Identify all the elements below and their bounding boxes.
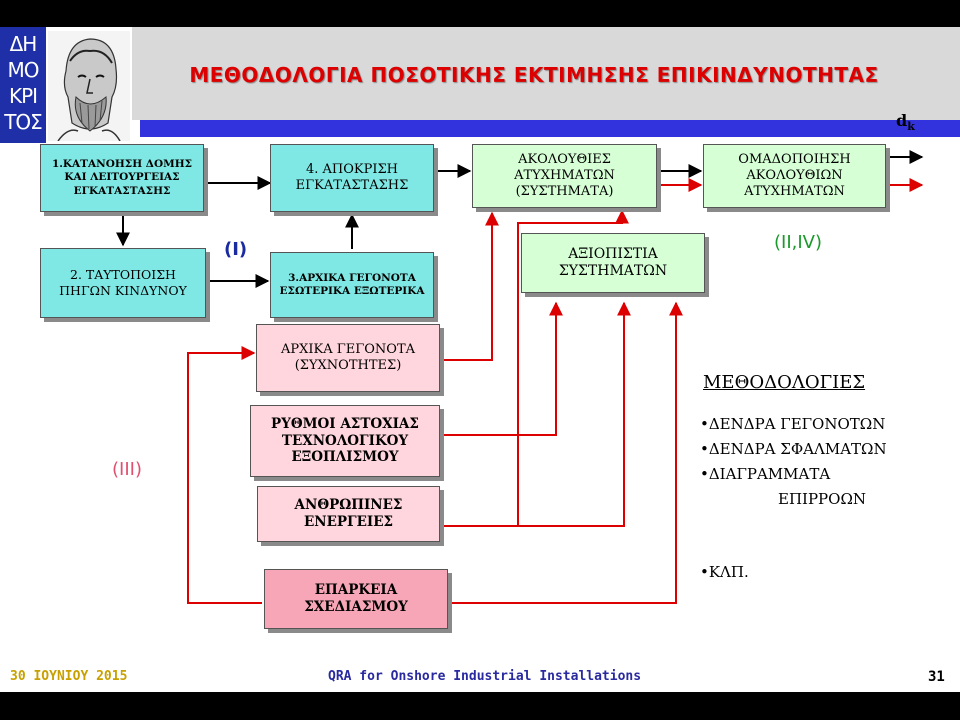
box-initiating-events-label: 3.ΑΡΧΙΚΑ ΓΕΓΟΝΟΤΑ ΕΣΩΤΕΡΙΚΑ ΕΞΩΤΕΡΙΚΑ — [279, 271, 425, 297]
arrow-human-to-seq — [517, 209, 629, 526]
methodologies-title: ΜΕΘΟΔΟΛΟΓΙΕΣ — [703, 372, 866, 393]
arrow-initial-to-seq — [440, 211, 499, 361]
box-human-actions: ΑΝΘΡΩΠΙΝΕΣ ΕΝΕΡΓΕΙΕΣ — [257, 486, 440, 542]
arrow-design-to-reliability — [448, 301, 683, 604]
label-phase-i: (Ι) — [224, 239, 248, 260]
methodology-item: •ΔΕΝΔΡΑ ΣΦΑΛΜΑΤΩΝ — [700, 440, 887, 458]
box-accident-sequences-label: ΑΚΟΛΟΥΘΙΕΣ ΑΤΥΧΗΜΑΤΩΝ (ΣΥΣΤΗΜΑΤΑ) — [514, 151, 615, 200]
box-system-reliability: ΑΞΙΟΠΙΣΤΙΑ ΣΥΣΤΗΜΑΤΩΝ — [521, 233, 705, 293]
box-accident-sequences: ΑΚΟΛΟΥΘΙΕΣ ΑΤΥΧΗΜΑΤΩΝ (ΣΥΣΤΗΜΑΤΑ) — [472, 144, 657, 208]
methodology-item: •ΚΛΠ. — [700, 563, 749, 581]
methodology-item: •ΔΙΑΓΡΑΜΜΑΤΑ — [700, 465, 831, 483]
box-initial-frequencies-label: ΑΡΧΙΚΑ ΓΕΓΟΝΟΤΑ (ΣΥΧΝΟΤΗΤΕΣ) — [280, 341, 416, 373]
box-system-reliability-label: ΑΞΙΟΠΙΣΤΙΑ ΣΥΣΤΗΜΑΤΩΝ — [558, 245, 668, 280]
label-phase-iii: (ΙΙΙ) — [112, 459, 142, 480]
footer-date: 30 ΙΟΥΝΙΟΥ 2015 — [10, 669, 128, 684]
box-sequence-grouping: ΟΜΑΔΟΠΟΙΗΣΗ ΑΚΟΛΟΥΘΙΩΝ ΑΤΥΧΗΜΑΤΩΝ — [703, 144, 886, 208]
box-plant-response: 4. ΑΠΟΚΡΙΣΗ ΕΓΚΑΤΑΣΤΑΣΗΣ — [270, 144, 434, 212]
box-failure-rates-label: ΡΥΘΜΟΙ ΑΣΤΟΧΙΑΣ ΤΕΧΝΟΛΟΓΙΚΟΥ ΕΞΟΠΛΙΣΜΟΥ — [271, 415, 419, 466]
box-initial-frequencies: ΑΡΧΙΚΑ ΓΕΓΟΝΟΤΑ (ΣΥΧΝΟΤΗΤΕΣ) — [256, 324, 440, 392]
logo-wordmark: ΔΗ ΜΟ ΚΡΙ ΤΟΣ — [0, 27, 46, 143]
box-understanding: 1.ΚΑΤΑΝΟΗΣΗ ΔΟΜΗΣ ΚΑΙ ΛΕΙΤΟΥΡΓΕΙΑΣ ΕΓΚΑΤ… — [40, 144, 204, 212]
arrow-design-to-initial — [187, 346, 262, 604]
footer-page-number: 31 — [928, 669, 945, 685]
logo-letters-1: ΔΗ — [9, 32, 38, 56]
logo-letters-3: ΚΡΙ — [8, 84, 38, 108]
footer-subtitle: QRA for Onshore Industrial Installations — [328, 669, 642, 684]
output-label-dk: dk — [896, 111, 915, 133]
box-hazard-identification-label: 2. ΤΑΥΤΟΠΟΙΣΗ ΠΗΓΩΝ ΚΙΝΔΥΝΟΥ — [59, 267, 187, 298]
box-plant-response-label: 4. ΑΠΟΚΡΙΣΗ ΕΓΚΑΤΑΣΤΑΣΗΣ — [295, 161, 409, 193]
methodology-item: ΕΠΙΡΡΟΩΝ — [778, 490, 867, 508]
box-design-adequacy-label: ΕΠΑΡΚΕΙΑ ΣΧΕΔΙΑΣΜΟΥ — [304, 582, 408, 615]
logo-letters-2: ΜΟ — [7, 58, 40, 82]
accent-bar — [140, 120, 960, 137]
output-label-sub: k — [907, 120, 915, 134]
logo-letters-4: ΤΟΣ — [4, 110, 43, 134]
header-band — [132, 27, 960, 120]
slide-title: ΜΕΘΟΔΟΛΟΓΙΑ ΠΟΣΟΤΙΚΗΣ ΕΚΤΙΜΗΣΗΣ ΕΠΙΚΙΝΔΥ… — [189, 63, 879, 87]
box-hazard-identification: 2. ΤΑΥΤΟΠΟΙΣΗ ΠΗΓΩΝ ΚΙΝΔΥΝΟΥ — [40, 248, 206, 318]
flow-connectors — [116, 150, 924, 604]
box-human-actions-label: ΑΝΘΡΩΠΙΝΕΣ ΕΝΕΡΓΕΙΕΣ — [294, 497, 403, 530]
box-failure-rates: ΡΥΘΜΟΙ ΑΣΤΟΧΙΑΣ ΤΕΧΝΟΛΟΓΙΚΟΥ ΕΞΟΠΛΙΣΜΟΥ — [250, 405, 440, 477]
arrow-human-to-reliability — [440, 301, 631, 527]
box-understanding-label: 1.ΚΑΤΑΝΟΗΣΗ ΔΟΜΗΣ ΚΑΙ ΛΕΙΤΟΥΡΓΕΙΑΣ ΕΓΚΑΤ… — [51, 158, 193, 197]
slide: ΔΗ ΜΟ ΚΡΙ ΤΟΣ ΜΕΘΟΔΟΛΟΓΙΑ ΠΟΣΟΤΙΚΗΣ ΕΚΤΙ… — [0, 27, 960, 692]
box-initiating-events: 3.ΑΡΧΙΚΑ ΓΕΓΟΝΟΤΑ ΕΣΩΤΕΡΙΚΑ ΕΞΩΤΕΡΙΚΑ — [270, 252, 434, 318]
box-sequence-grouping-label: ΟΜΑΔΟΠΟΙΗΣΗ ΑΚΟΛΟΥΘΙΩΝ ΑΤΥΧΗΜΑΤΩΝ — [738, 151, 851, 200]
label-phase-ii-iv: (ΙΙ,ΙV) — [774, 232, 823, 253]
democritus-bust-icon — [48, 31, 130, 141]
box-design-adequacy: ΕΠΑΡΚΕΙΑ ΣΧΕΔΙΑΣΜΟΥ — [264, 569, 448, 629]
logo: ΔΗ ΜΟ ΚΡΙ ΤΟΣ — [0, 27, 132, 143]
methodology-item: •ΔΕΝΔΡΑ ΓΕΓΟΝΟΤΩΝ — [700, 415, 886, 433]
arrow-failure-to-reliability — [440, 301, 563, 436]
output-label-main: d — [896, 111, 908, 130]
